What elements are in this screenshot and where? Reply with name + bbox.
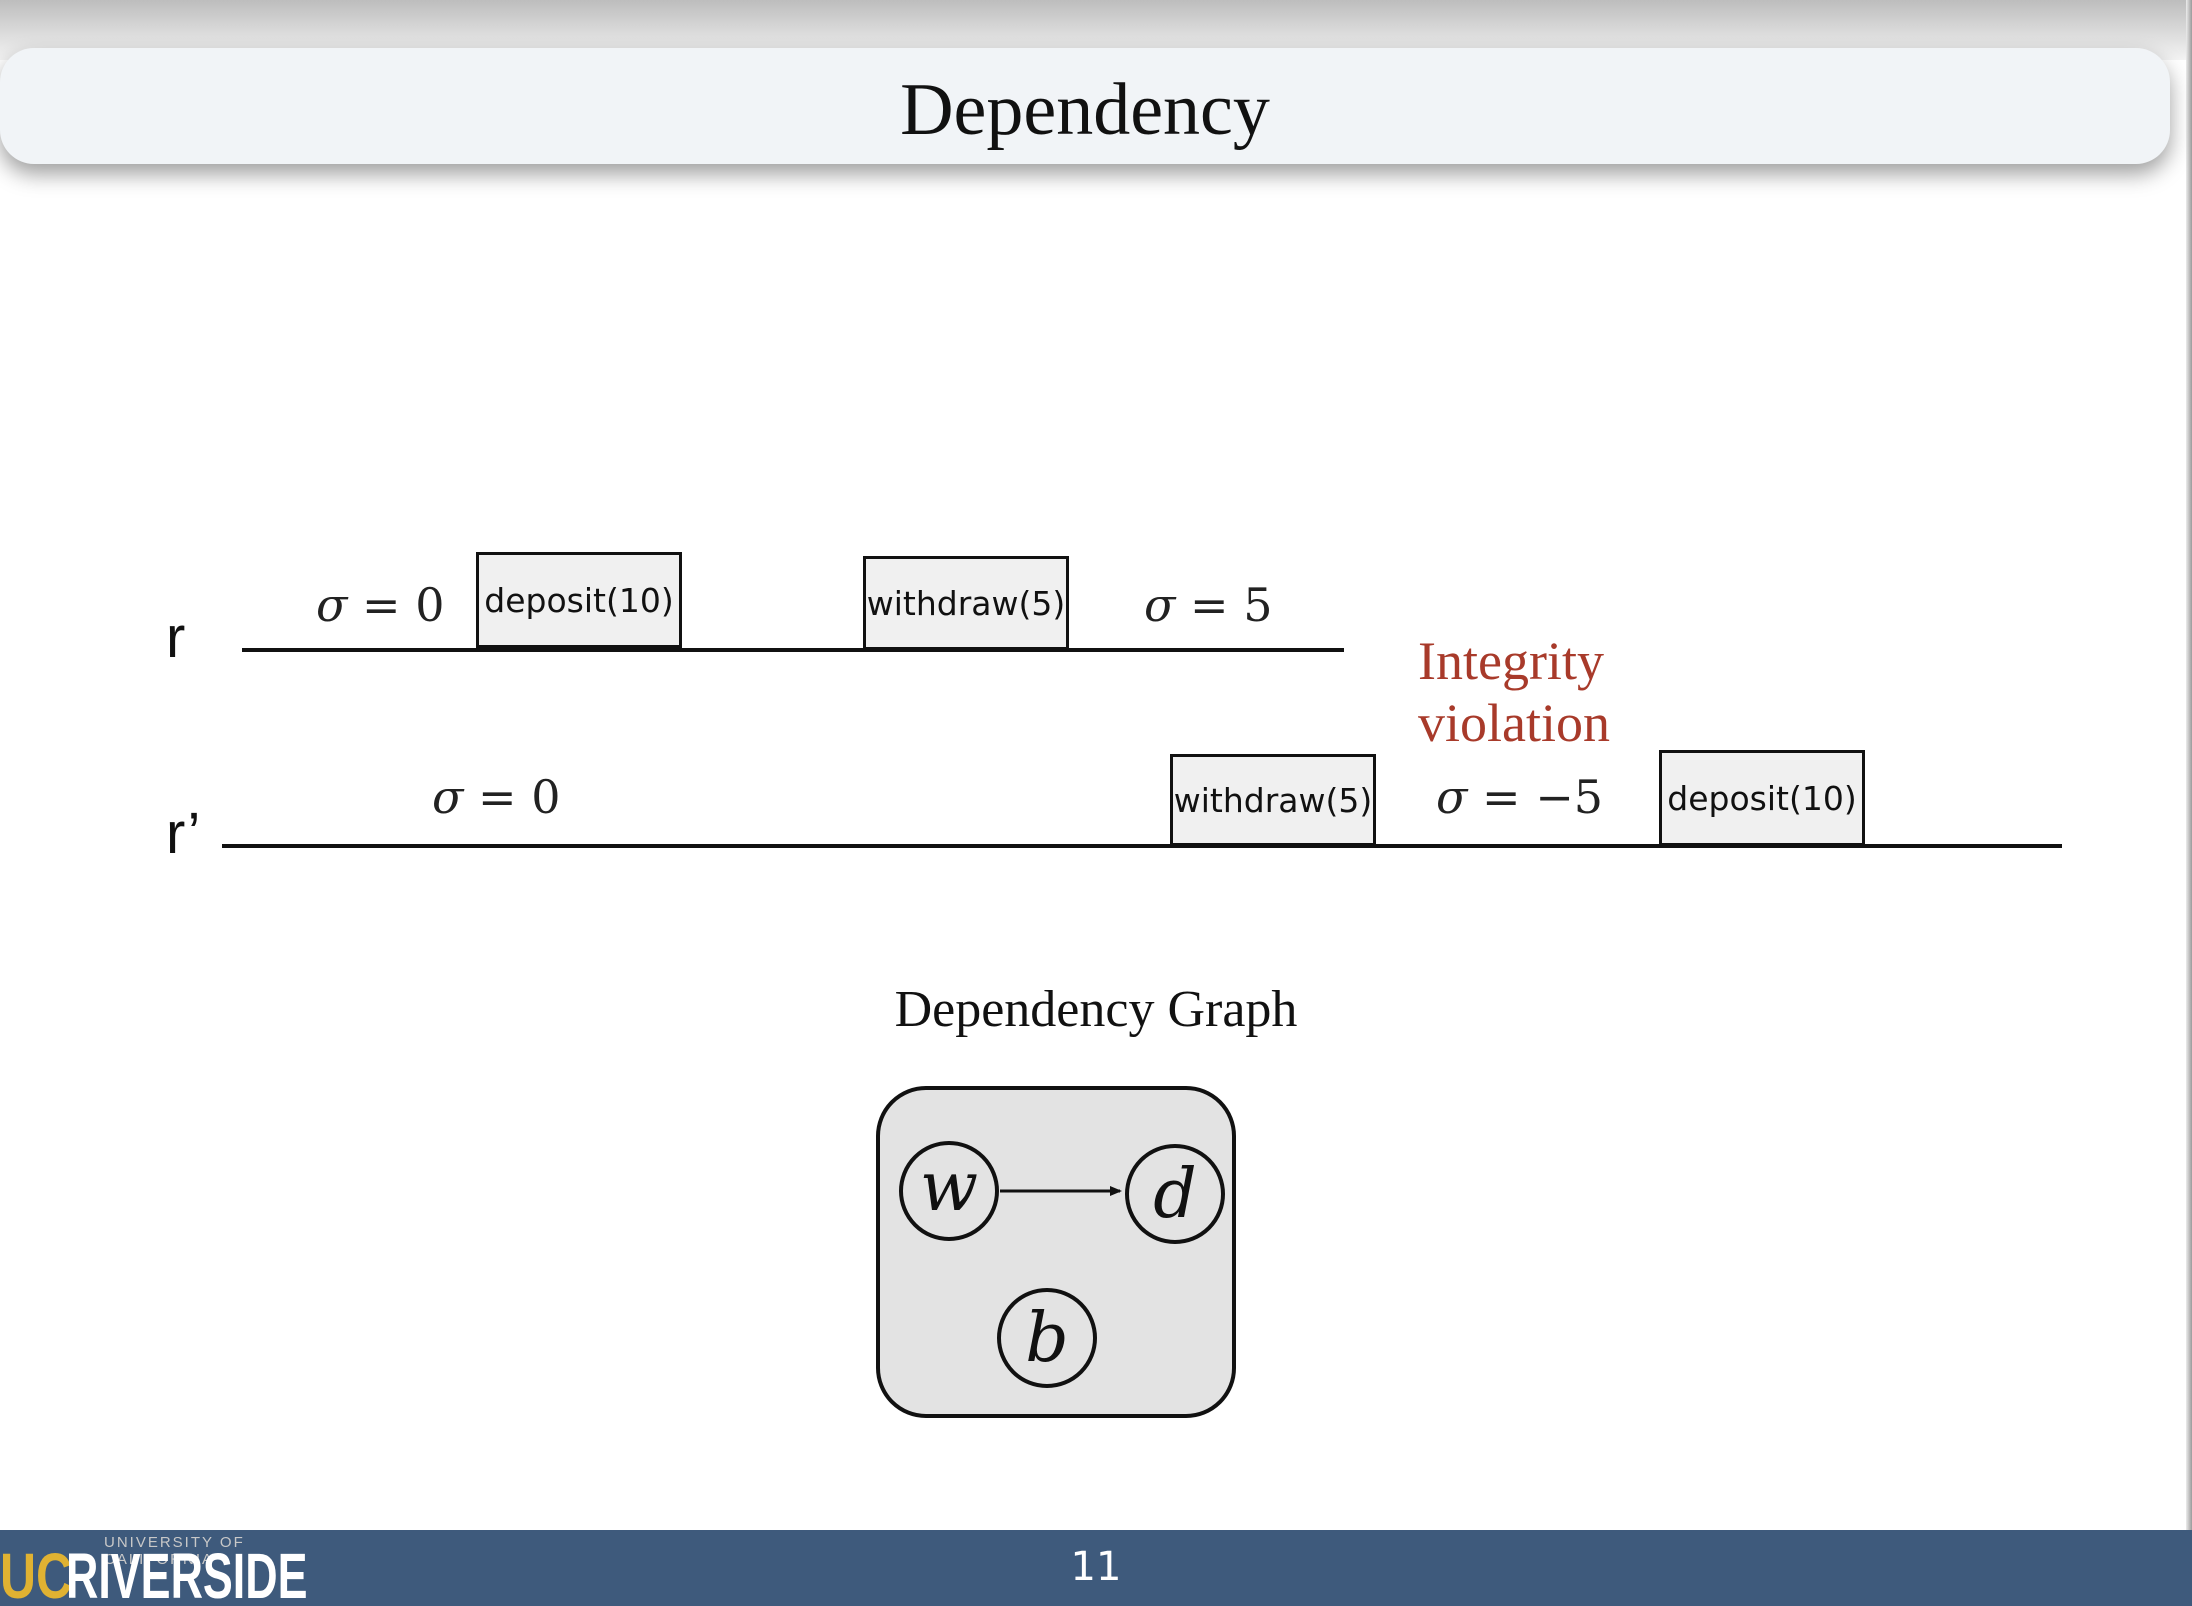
logo-uc-text: UC — [0, 1540, 73, 1606]
page-number: 11 — [1070, 1544, 1122, 1590]
dependency-graph: w d b — [876, 1086, 1236, 1418]
integrity-violation-note: Integrity violation — [1418, 630, 1610, 754]
state-value: = 5 — [1175, 578, 1273, 632]
graph-node-w: w — [899, 1141, 999, 1241]
logo-university-text: UNIVERSITY OF CALIFORNIA — [104, 1534, 245, 1568]
graph-container — [876, 1086, 1236, 1418]
dependency-graph-title: Dependency Graph — [894, 981, 1298, 1038]
node-label-d: d — [1153, 1155, 1197, 1234]
node-circle — [997, 1288, 1097, 1388]
footer-bar — [0, 1530, 2192, 1606]
timeline-r-prime-deposit-op: deposit(10) — [1659, 750, 1865, 846]
timeline-r-state-end: σ = 5 — [1144, 578, 1272, 632]
sigma-symbol: σ — [1436, 770, 1468, 824]
timeline-r-prime-withdraw-op: withdraw(5) — [1170, 754, 1376, 846]
timeline-r-prime-line — [222, 844, 2062, 848]
sigma-symbol: σ — [1144, 578, 1176, 632]
timeline-r-state-start: σ = 0 — [316, 578, 444, 632]
graph-node-d: d — [1125, 1144, 1225, 1244]
timeline-r-label: r — [166, 605, 186, 670]
node-label-b: b — [1025, 1299, 1069, 1378]
sigma-symbol: σ — [432, 770, 464, 824]
sigma-symbol: σ — [316, 578, 348, 632]
timeline-r-prime-label: r’ — [166, 801, 201, 866]
violation-line-1: Integrity — [1418, 631, 1604, 691]
graph-node-b: b — [997, 1288, 1097, 1388]
timeline-r-withdraw-op: withdraw(5) — [863, 556, 1069, 650]
timeline-r-prime-state-start: σ = 0 — [432, 770, 560, 824]
node-circle — [1125, 1144, 1225, 1244]
timeline-r-line — [242, 648, 1344, 652]
state-value: = −5 — [1467, 770, 1604, 824]
state-value: = 0 — [347, 578, 445, 632]
timeline-r-deposit-op: deposit(10) — [476, 552, 682, 648]
violation-line-2: violation — [1418, 693, 1610, 753]
node-label-w: w — [920, 1148, 978, 1227]
node-circle — [899, 1141, 999, 1241]
ucr-logo: UNIVERSITY OF CALIFORNIA UC RIVERSIDE — [0, 1530, 330, 1606]
title-bar: Dependency — [0, 48, 2170, 164]
state-value: = 0 — [463, 770, 561, 824]
right-edge-shadow — [2186, 0, 2192, 1530]
slide-title: Dependency — [900, 69, 1270, 151]
logo-riverside-text: RIVERSIDE — [66, 1540, 308, 1606]
timeline-r-prime-state-mid: σ = −5 — [1436, 770, 1603, 824]
